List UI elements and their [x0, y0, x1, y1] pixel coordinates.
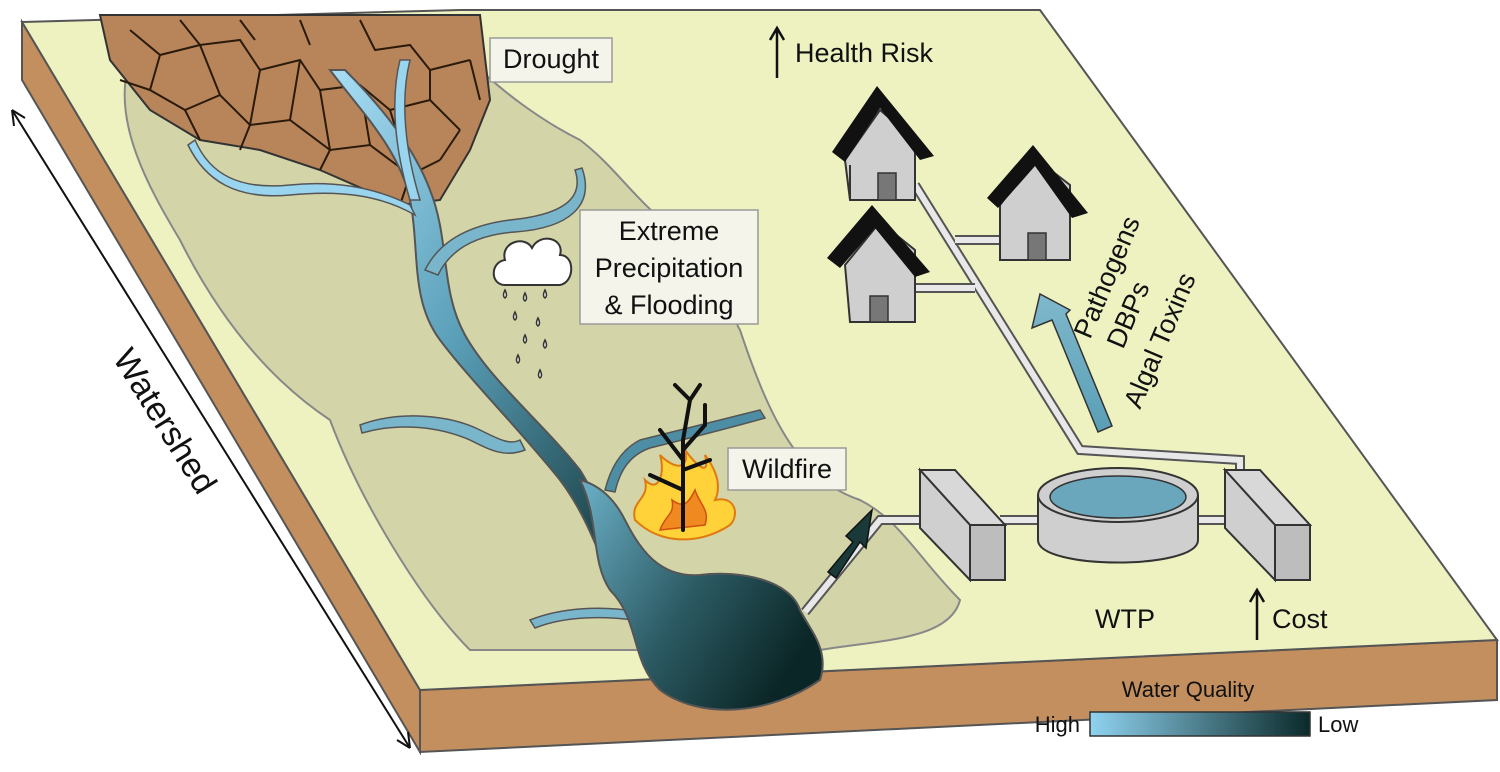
precipitation-label-line2: Precipitation	[595, 253, 744, 283]
reservoir-lake	[578, 478, 824, 711]
legend-gradient-bar	[1089, 711, 1311, 737]
burnt-tree-icon	[648, 383, 712, 532]
river-system	[187, 59, 824, 711]
drought-soil	[98, 14, 492, 207]
wtp-unit-left	[917, 467, 1008, 583]
river-branch-upper	[394, 59, 422, 201]
wtp-label: WTP	[1095, 604, 1155, 634]
wtp-clarifier	[1037, 467, 1199, 564]
legend-high-label: High	[1035, 712, 1080, 737]
wildfire-label-box: Wildfire	[727, 447, 847, 491]
legend-low-label: Low	[1318, 712, 1358, 737]
wildfire-label: Wildfire	[742, 454, 832, 484]
wtp-unit-right	[1222, 467, 1313, 583]
soil-cracks	[119, 19, 481, 206]
house-top-left	[832, 86, 934, 201]
precipitation-label-box: Extreme Precipitation & Flooding	[579, 209, 759, 325]
up-arrow-icon	[768, 25, 786, 78]
cost-label: Cost	[1272, 604, 1328, 634]
cost-indicator: Cost	[1248, 587, 1328, 640]
rain-cloud-icon	[492, 237, 573, 379]
up-arrow-icon	[1248, 587, 1266, 640]
water-treatment-plant: WTP	[917, 467, 1313, 634]
water-quality-legend: Water Quality High Low	[1035, 677, 1359, 737]
drought-label: Drought	[503, 44, 600, 74]
legend-title: Water Quality	[1122, 677, 1254, 702]
arrow-head-top	[11, 109, 26, 127]
tributary-left-mid	[359, 415, 527, 454]
drought-label-box: Drought	[489, 37, 613, 83]
house-bottom-left	[827, 205, 930, 323]
tributary-left-top	[187, 138, 417, 217]
contaminant-arrow	[1030, 292, 1113, 433]
tributary-right-top	[423, 167, 587, 276]
house-right	[987, 145, 1088, 261]
arrow-head-bottom	[396, 731, 411, 749]
health-risk-label: Health Risk	[795, 38, 934, 68]
health-risk-indicator: Health Risk	[768, 25, 934, 78]
precipitation-label-line3: & Flooding	[604, 290, 733, 320]
precipitation-label-line1: Extreme	[619, 216, 720, 246]
intake-arrow	[826, 507, 874, 580]
house-icon	[827, 86, 1088, 323]
